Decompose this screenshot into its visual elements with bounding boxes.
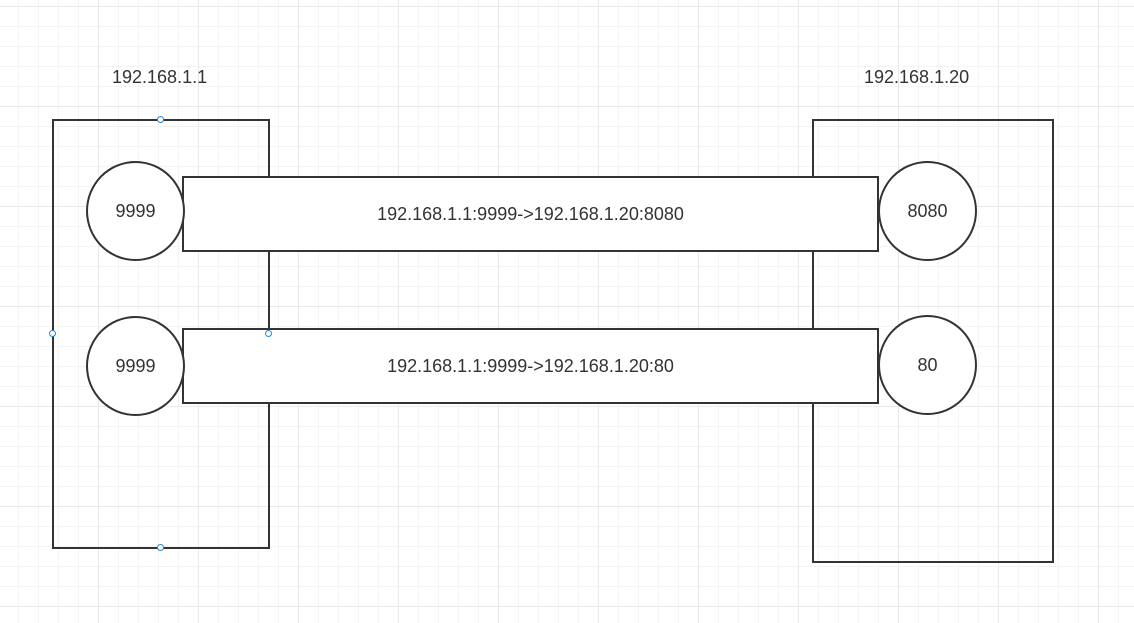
selection-handle-bottom[interactable] xyxy=(157,544,164,551)
connection-bar-2[interactable]: 192.168.1.1:9999->192.168.1.20:80 xyxy=(182,328,879,404)
remote-port-label-2: 80 xyxy=(917,354,938,375)
local-port-label-2: 9999 xyxy=(115,355,156,376)
left-host-label: 192.168.1.1 xyxy=(112,67,208,87)
selection-handle-left[interactable] xyxy=(49,330,56,337)
connection-label-1: 192.168.1.1:9999->192.168.1.20:8080 xyxy=(377,203,684,224)
selection-handle-right[interactable] xyxy=(265,330,272,337)
remote-port-label-1: 8080 xyxy=(907,200,948,221)
connection-label-2: 192.168.1.1:9999->192.168.1.20:80 xyxy=(387,355,674,376)
local-port-circle-2[interactable]: 9999 xyxy=(86,316,185,416)
remote-port-circle-1[interactable]: 8080 xyxy=(878,161,977,261)
local-port-label-1: 9999 xyxy=(115,200,156,221)
right-host-label: 192.168.1.20 xyxy=(864,67,970,87)
remote-port-circle-2[interactable]: 80 xyxy=(878,315,977,415)
connection-bar-1[interactable]: 192.168.1.1:9999->192.168.1.20:8080 xyxy=(182,176,879,252)
selection-handle-top[interactable] xyxy=(157,116,164,123)
local-port-circle-1[interactable]: 9999 xyxy=(86,161,185,261)
